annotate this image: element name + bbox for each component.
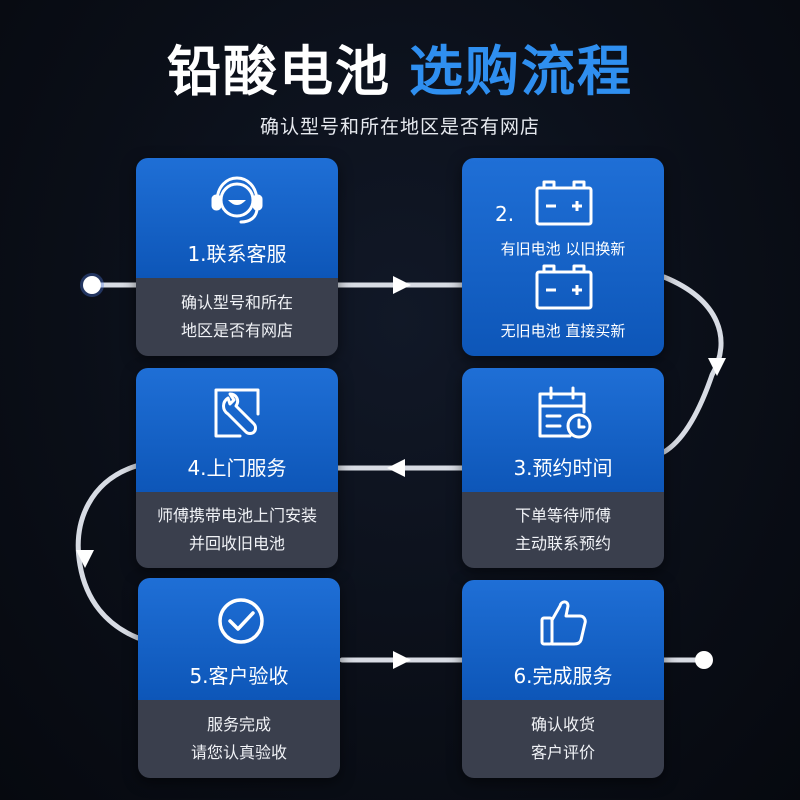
arrow-right-2 xyxy=(393,651,411,669)
step-card-6: 6.完成服务 确认收货 客户评价 xyxy=(462,580,664,778)
page-title: 铅酸电池选购流程 xyxy=(0,40,800,104)
step-desc-line-2: 地区是否有网店 xyxy=(180,321,293,340)
step-desc-line-2: 请您认真验收 xyxy=(190,743,287,762)
calendar-clock-icon xyxy=(538,386,592,439)
step-number: 2. xyxy=(495,202,515,226)
option-with-old-battery: 有旧电池 以旧换新 xyxy=(500,240,626,258)
step-title: 4.上门服务 xyxy=(187,456,287,480)
step-desc-line-2: 客户评价 xyxy=(530,743,595,762)
thumbs-up-icon xyxy=(540,600,587,646)
step-desc-line-1: 师傅携带电池上门安装 xyxy=(156,506,317,525)
step-desc-line-1: 确认型号和所在 xyxy=(180,293,293,312)
battery-icon xyxy=(535,264,593,310)
title-main: 铅酸电池 xyxy=(167,40,391,103)
page-subtitle: 确认型号和所在地区是否有网店 xyxy=(259,116,540,138)
wrench-icon xyxy=(214,388,260,438)
step-card-3: 3.预约时间 下单等待师傅 主动联系预约 xyxy=(462,368,664,568)
step-title: 1.联系客服 xyxy=(187,242,287,266)
battery-icon xyxy=(535,180,593,226)
arrow-down-1 xyxy=(708,358,726,376)
arrow-left-1 xyxy=(387,459,405,477)
title-accent: 选购流程 xyxy=(409,40,633,103)
connector-4-5 xyxy=(75,463,141,641)
end-dot xyxy=(695,651,713,669)
arrow-down-2 xyxy=(76,550,94,568)
step-title: 5.客户验收 xyxy=(189,664,289,688)
step-card-2: 2. 有旧电池 以旧换新 xyxy=(462,158,664,356)
step-title: 6.完成服务 xyxy=(513,664,613,688)
step-card-4: 4.上门服务 师傅携带电池上门安装 并回收旧电池 xyxy=(136,368,338,568)
step-desc-line-2: 主动联系预约 xyxy=(514,534,611,553)
step-desc-line-1: 确认收货 xyxy=(530,715,595,734)
customer-service-icon xyxy=(211,176,263,224)
step-desc-line-1: 下单等待师傅 xyxy=(514,506,611,525)
step-card-1: 1.联系客服 确认型号和所在 地区是否有网店 xyxy=(136,158,338,356)
check-circle-icon xyxy=(218,598,264,644)
step-title: 3.预约时间 xyxy=(513,456,613,480)
option-without-old-battery: 无旧电池 直接买新 xyxy=(500,322,626,340)
step-card-5: 5.客户验收 服务完成 请您认真验收 xyxy=(138,578,340,778)
step-desc-line-1: 服务完成 xyxy=(206,715,271,734)
connector-2-3 xyxy=(661,274,724,455)
arrow-right-1 xyxy=(393,276,411,294)
start-dot xyxy=(83,276,101,294)
step-desc-line-2: 并回收旧电池 xyxy=(188,534,285,553)
